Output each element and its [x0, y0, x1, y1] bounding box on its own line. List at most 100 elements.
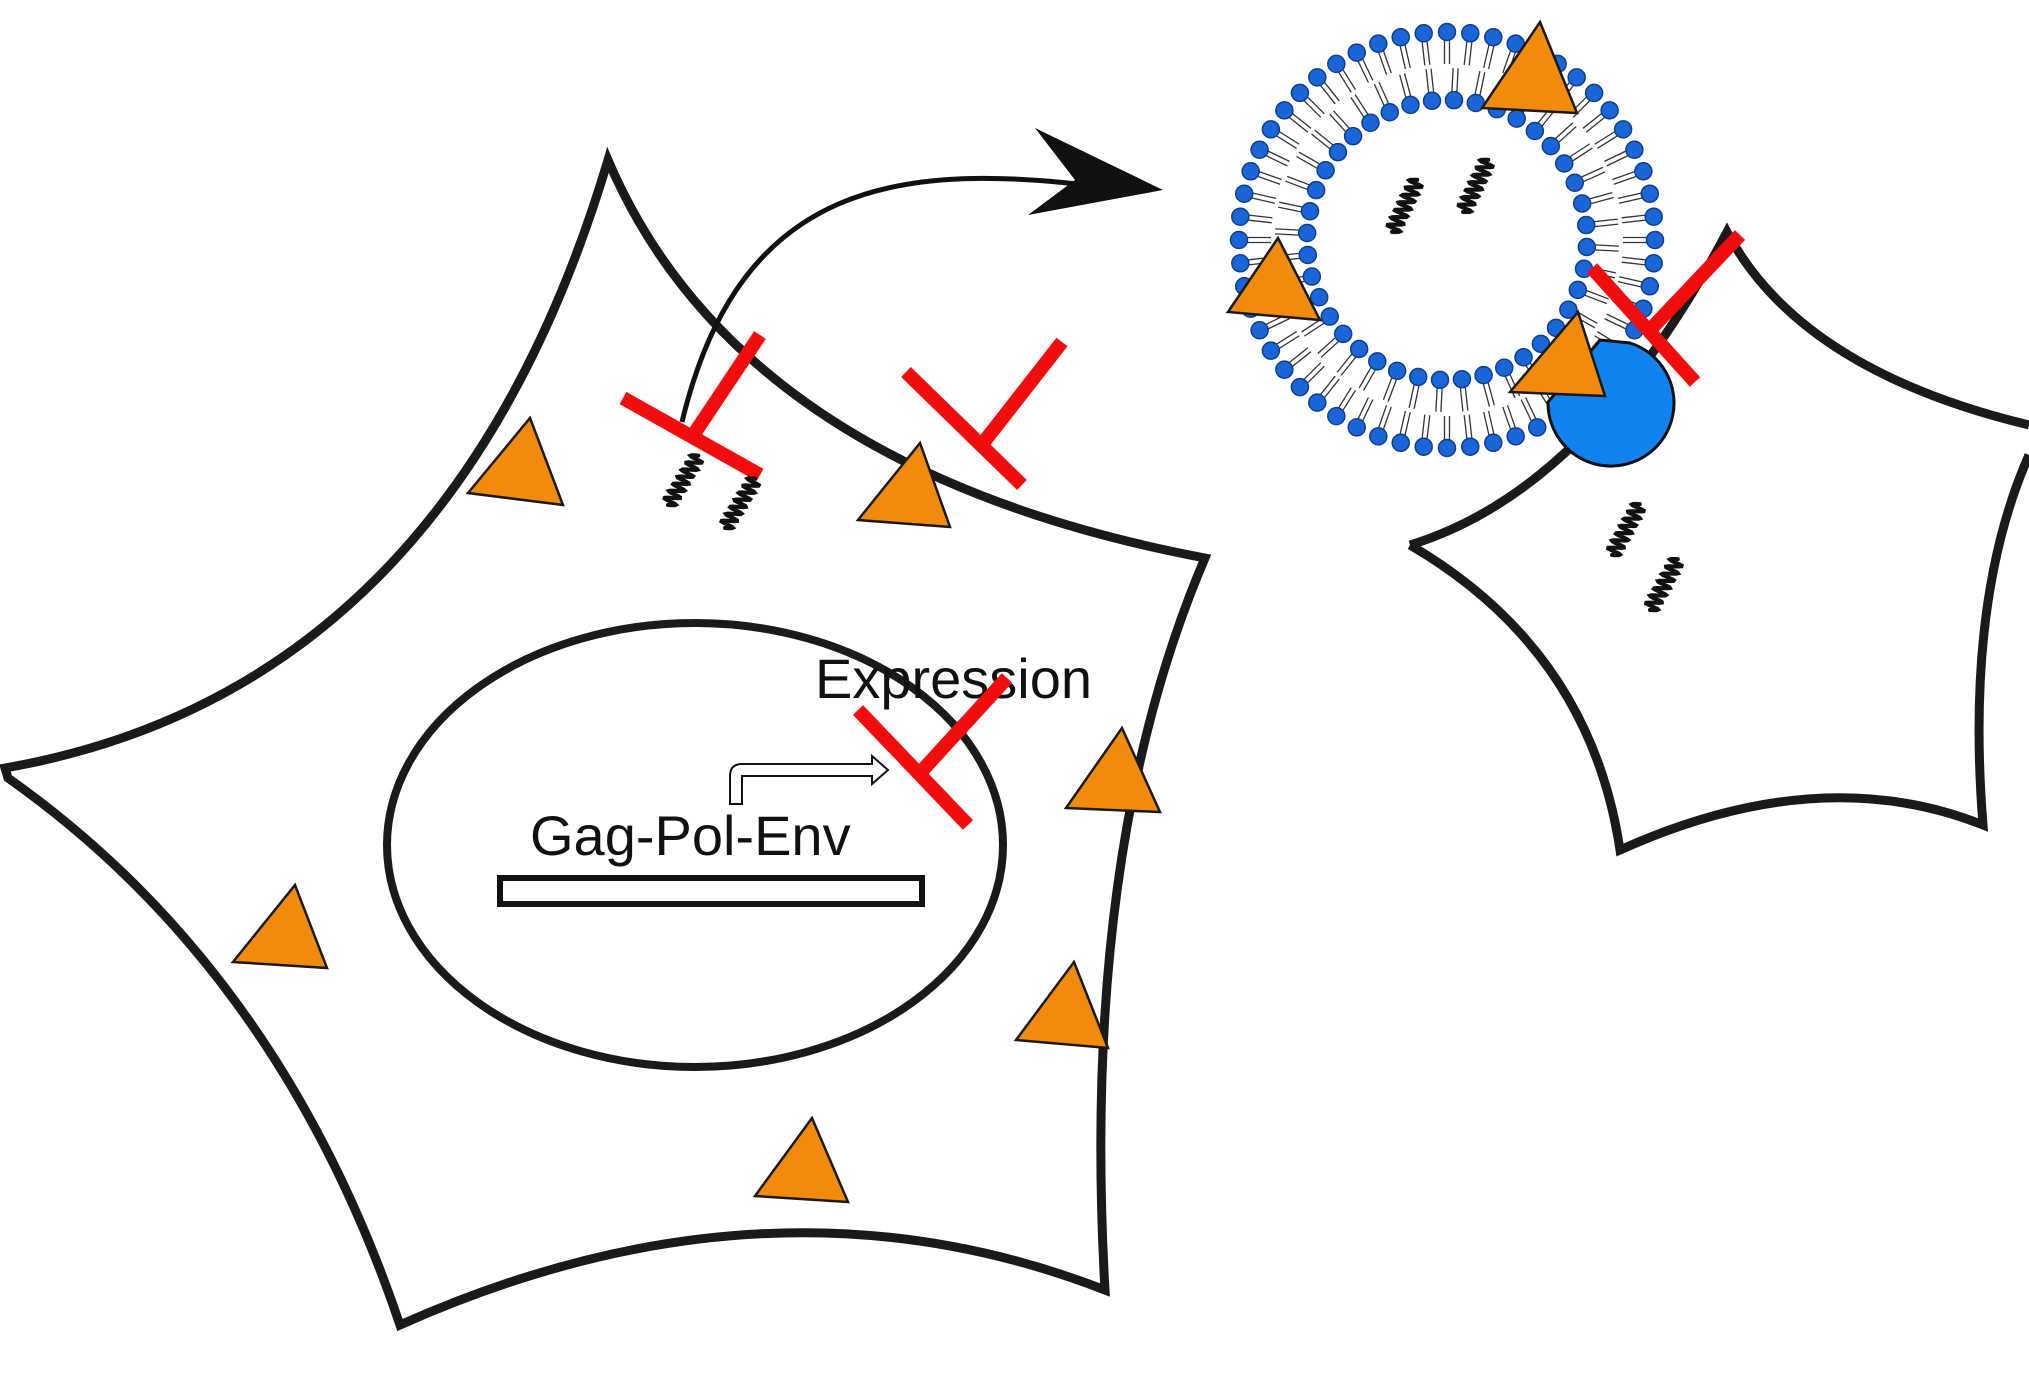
lipid-head-inner	[1361, 113, 1380, 133]
target-cell-membrane	[1407, 222, 2029, 857]
lipid-head-inner	[1298, 245, 1318, 265]
lipid-head-inner	[1525, 121, 1545, 141]
envelope-protein-icon	[1507, 309, 1607, 398]
lipid-head-inner	[1387, 361, 1407, 381]
lipid-head-outer	[1414, 437, 1433, 456]
lipid-head-inner	[1452, 369, 1472, 389]
viral-rna-layer	[661, 157, 1685, 613]
lipid-head-outer	[1414, 24, 1433, 43]
lipid-head-outer	[1231, 207, 1250, 226]
viral-rna-icon	[1456, 157, 1495, 215]
lipid-head-outer	[1625, 140, 1644, 160]
lipid-head-outer	[1275, 101, 1294, 120]
producer-cell-membrane	[0, 146, 1212, 1332]
lipid-head-inner	[1302, 267, 1322, 286]
lipid-head-outer	[1261, 120, 1281, 139]
export-arrow-head-icon	[1028, 128, 1163, 215]
lipid-head-inner	[1320, 307, 1340, 326]
lipid-head-outer	[1437, 22, 1457, 42]
lipid-head-inner	[1474, 365, 1493, 385]
lipid-head-outer	[1234, 184, 1254, 203]
lipid-head-inner	[1380, 102, 1400, 122]
lipid-head-outer	[1600, 101, 1619, 120]
envelope-protein-icon	[1225, 235, 1323, 322]
lipid-head-outer	[1640, 277, 1660, 296]
envelope-protein-icon	[465, 415, 565, 507]
envelope-protein-icon	[752, 1115, 850, 1204]
lipid-head-inner	[1316, 161, 1335, 180]
lipid-head-inner	[1328, 142, 1348, 162]
lipid-head-inner	[1309, 287, 1329, 307]
lipid-head-outer	[1640, 184, 1660, 203]
lipid-head-outer	[1275, 360, 1294, 379]
lipid-head-inner	[1408, 367, 1428, 387]
expression-label: Expression	[815, 647, 1092, 710]
lipid-head-inner	[1565, 173, 1585, 193]
export-arrow	[679, 175, 1111, 423]
lipid-head-inner	[1577, 237, 1597, 257]
lipid-head-inner	[1494, 358, 1514, 378]
lipid-head-inner	[1576, 215, 1596, 235]
lipid-head-outer	[1290, 377, 1310, 397]
lipid-head-outer	[1308, 68, 1327, 87]
lipid-head-outer	[1484, 433, 1503, 453]
viral-rna-icon	[1605, 501, 1647, 558]
lipid-head-outer	[1369, 427, 1388, 446]
lipid-head-outer	[1527, 418, 1547, 437]
lipid-head-inner	[1430, 370, 1450, 390]
envelope-protein-icon	[1063, 725, 1162, 814]
lipid-head-outer	[1261, 341, 1281, 360]
lipid-head-outer	[1484, 27, 1503, 47]
lipid-head-inner	[1572, 194, 1592, 213]
lipid-head-outer	[1231, 254, 1250, 273]
lipid-head-outer	[1613, 120, 1633, 139]
lipid-head-inner	[1297, 223, 1317, 243]
lipid-head-outer	[1644, 207, 1663, 226]
lipid-head-inner	[1554, 154, 1574, 173]
lipid-head-inner	[1349, 339, 1369, 359]
inhibitor-icon	[852, 673, 1013, 830]
lipid-head-inner	[1343, 126, 1363, 146]
lipid-head-outer	[1241, 162, 1260, 181]
lipid-head-inner	[1368, 352, 1387, 371]
lipid-head-outer	[1347, 418, 1367, 437]
lipid-head-inner	[1559, 300, 1578, 319]
lipid-head-outer	[1584, 83, 1604, 103]
gene-label: Gag-Pol-Env	[530, 804, 851, 867]
lipid-head-outer	[1634, 162, 1653, 181]
inhibitor-icon	[901, 337, 1068, 491]
lipid-head-inner	[1300, 201, 1320, 221]
lipid-head-outer	[1437, 438, 1457, 458]
gene-construct-bar	[497, 875, 925, 907]
lipid-head-outer	[1250, 140, 1269, 160]
lipid-head-outer	[1308, 393, 1327, 412]
lipid-head-inner	[1333, 324, 1353, 344]
envelope-protein-icon	[1479, 19, 1579, 115]
promoter-arrow-icon	[729, 753, 890, 805]
viral-rna-icon	[1643, 556, 1685, 613]
envelope-proteins	[230, 19, 1607, 1204]
lipid-head-inner	[1422, 91, 1442, 111]
lipid-head-inner	[1514, 347, 1533, 367]
viral-rna-icon	[718, 476, 762, 531]
lipid-head-outer	[1644, 254, 1663, 273]
lipid-head-outer	[1391, 27, 1410, 47]
envelope-protein-icon	[855, 440, 952, 529]
envelope-protein-icon	[1013, 959, 1110, 1050]
lipid-head-outer	[1369, 34, 1388, 53]
lipid-head-outer	[1645, 230, 1665, 250]
lipid-head-outer	[1567, 68, 1586, 87]
lipid-head-outer	[1391, 433, 1410, 453]
lipid-head-outer	[1461, 24, 1480, 43]
lipid-head-inner	[1401, 95, 1420, 115]
nucleus	[383, 619, 1007, 1071]
lipid-head-outer	[1229, 230, 1249, 250]
lipid-head-inner	[1507, 109, 1526, 128]
viral-rna-icon	[1385, 177, 1424, 235]
lipid-head-outer	[1461, 437, 1480, 456]
lipid-head-outer	[1250, 320, 1269, 340]
lipid-head-inner	[1306, 180, 1326, 200]
inhibitor-icon	[1586, 230, 1746, 387]
viral-rna-icon	[661, 453, 705, 508]
